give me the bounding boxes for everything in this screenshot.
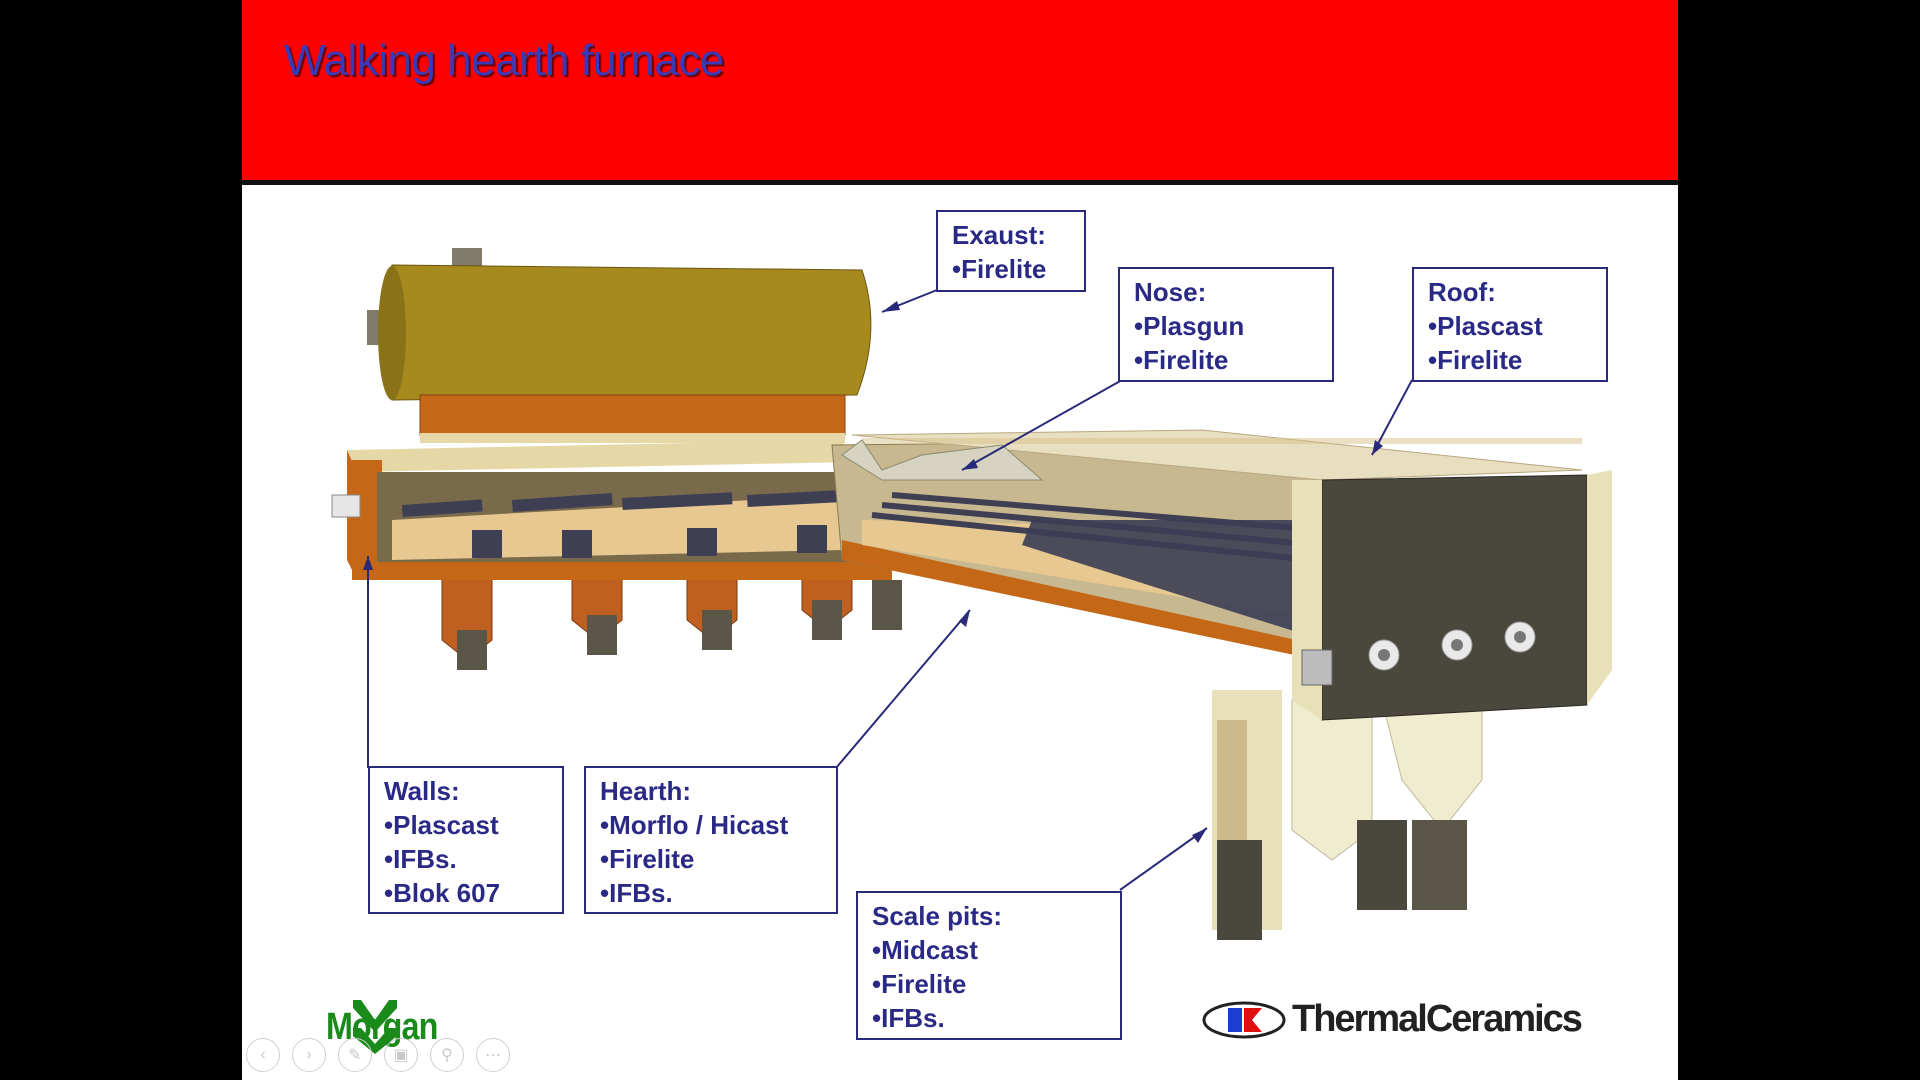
callout-hearth-item: •Morflo / Hicast <box>600 810 789 840</box>
callout-roof-item: •Firelite <box>1428 345 1523 375</box>
pen-icon[interactable]: ✎ <box>338 1038 372 1072</box>
callout-walls-item: •Blok 607 <box>384 878 501 908</box>
next-icon[interactable]: › <box>292 1038 326 1072</box>
callout-scale-pits-heading: Scale pits: <box>872 901 1003 931</box>
callout-hearth-heading: Hearth: <box>600 776 692 806</box>
callout-scale-pits: Scale pits: •Midcast •Firelite •IFBs. <box>856 891 1122 1040</box>
callout-nose-item: •Firelite <box>1134 345 1229 375</box>
thermal-ceramics-logo-icon <box>1202 1001 1286 1039</box>
presentation-toolbar: ‹ › ✎ ▣ ⚲ ⋯ <box>246 1038 510 1072</box>
title-bar: Walking hearth furnace <box>242 0 1678 185</box>
callout-nose: Nose: •Plasgun •Firelite <box>1118 267 1334 382</box>
callout-walls-item: •Plascast <box>384 810 499 840</box>
callout-walls: Walls: •Plascast •IFBs. •Blok 607 <box>368 766 564 914</box>
callout-nose-item: •Plasgun <box>1134 311 1245 341</box>
callout-roof-item: •Plascast <box>1428 311 1543 341</box>
morgan-logo-icon <box>353 1000 397 1054</box>
callout-hearth: Hearth: •Morflo / Hicast •Firelite •IFBs… <box>584 766 838 914</box>
more-icon[interactable]: ⋯ <box>476 1038 510 1072</box>
callout-hearth-item: •Firelite <box>600 844 695 874</box>
thermal-ceramics-logo-text: ThermalCeramics <box>1292 998 1583 1040</box>
slides-icon[interactable]: ▣ <box>384 1038 418 1072</box>
zoom-icon[interactable]: ⚲ <box>430 1038 464 1072</box>
slide: Walking hearth furnace <box>242 0 1678 1080</box>
callout-exaust: Exaust: •Firelite <box>936 210 1086 292</box>
callout-walls-heading: Walls: <box>384 776 460 806</box>
furnace-illustration <box>331 248 1612 940</box>
callout-nose-heading: Nose: <box>1134 277 1207 307</box>
slide-title: Walking hearth furnace <box>284 36 724 85</box>
callout-scale-pits-item: •Firelite <box>872 969 967 999</box>
callout-walls-item: •IFBs. <box>384 844 457 874</box>
callout-roof: Roof: •Plascast •Firelite <box>1412 267 1608 382</box>
prev-icon[interactable]: ‹ <box>246 1038 280 1072</box>
callout-scale-pits-item: •IFBs. <box>872 1003 945 1033</box>
callout-exaust-item: •Firelite <box>952 254 1047 284</box>
callout-exaust-heading: Exaust: <box>952 220 1046 250</box>
callout-roof-heading: Roof: <box>1428 277 1496 307</box>
callout-hearth-item: •IFBs. <box>600 878 673 908</box>
callout-scale-pits-item: •Midcast <box>872 935 978 965</box>
